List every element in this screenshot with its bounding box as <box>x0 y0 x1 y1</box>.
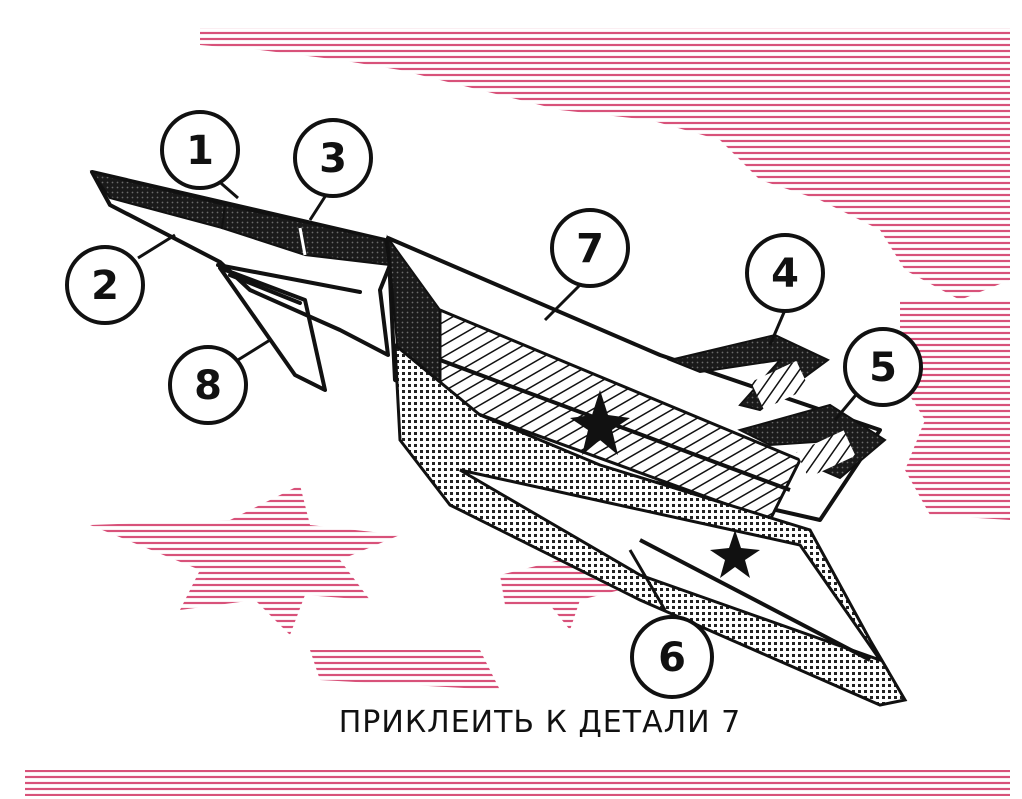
callout-5: 5 <box>843 327 923 407</box>
canopy-part-3 <box>220 203 392 267</box>
right-pink-patch <box>900 300 1010 520</box>
callout-3-label: 3 <box>319 136 347 182</box>
callout-5-label: 5 <box>869 345 897 391</box>
glue-instruction-caption: ПРИКЛЕИТЬ К ДЕТАЛИ 7 <box>339 705 742 740</box>
bottom-pink-band <box>25 770 1010 796</box>
star-emblem-lower <box>710 530 760 578</box>
vertical-fin <box>218 266 327 392</box>
callout-2-label: 2 <box>91 263 119 309</box>
callout-7: 7 <box>550 208 630 288</box>
callout-1: 1 <box>160 110 240 190</box>
tail-stabilizer-5 <box>737 403 887 480</box>
callout-4-label: 4 <box>771 251 799 297</box>
callout-8-label: 8 <box>194 363 222 409</box>
tail-stabilizer-4 <box>666 333 830 412</box>
callout-6: 6 <box>630 615 714 699</box>
left-pink-star <box>90 485 400 635</box>
star-emblems <box>570 390 760 578</box>
callout-7-label: 7 <box>576 226 604 272</box>
small-pink-star <box>500 540 620 630</box>
callout-3: 3 <box>293 118 373 198</box>
callout-1-label: 1 <box>186 128 214 174</box>
callout-4: 4 <box>745 233 825 313</box>
background-hatching <box>25 28 1010 796</box>
callout-2: 2 <box>65 245 145 325</box>
top-pink-band <box>200 28 1010 300</box>
lower-wing <box>393 341 908 707</box>
lower-pink-band <box>310 650 500 690</box>
callout-6-label: 6 <box>658 635 686 681</box>
nose-section <box>89 170 392 357</box>
star-emblem-upper <box>570 390 630 455</box>
callout-8: 8 <box>168 345 248 425</box>
